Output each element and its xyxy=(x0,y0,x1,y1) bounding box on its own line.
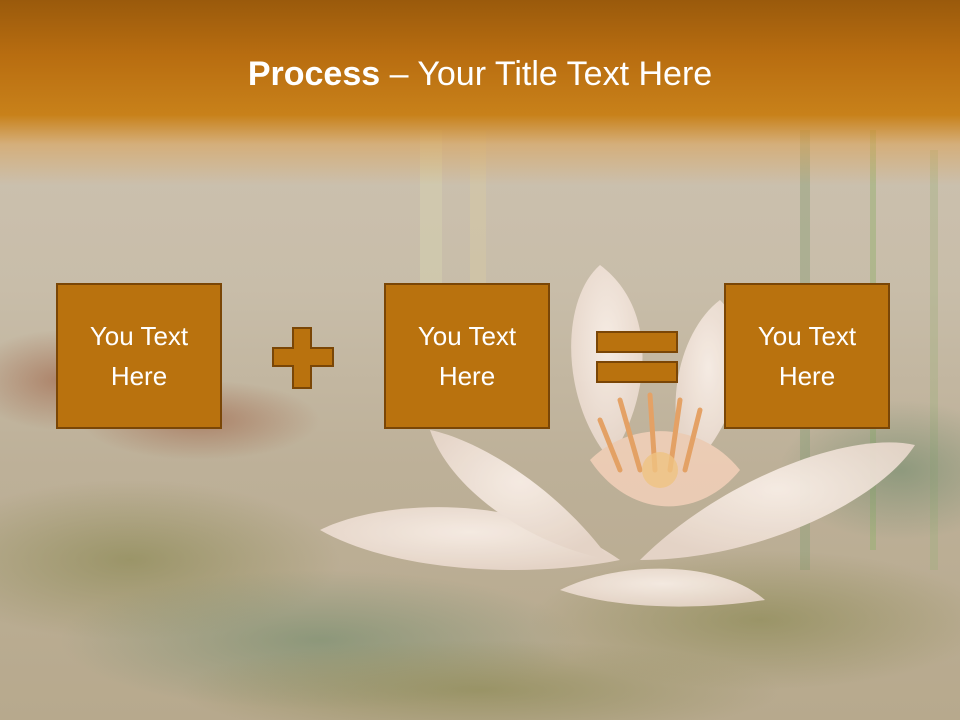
title-rest-text: Your Title Text Here xyxy=(417,55,713,93)
equals-icon xyxy=(596,331,678,383)
text-box-3-line1: You Text xyxy=(757,321,857,351)
text-box-3[interactable]: You Text Here xyxy=(724,283,890,429)
text-box-1-line2: Here xyxy=(110,361,168,391)
text-box-1-line1: You Text xyxy=(89,321,189,351)
title-bar xyxy=(0,0,960,185)
title-separator: – xyxy=(380,55,418,93)
text-box-2-line2: Here xyxy=(438,361,496,391)
plus-icon xyxy=(272,327,334,389)
text-box-1[interactable]: You Text Here xyxy=(56,283,222,429)
text-box-2[interactable]: You Text Here xyxy=(384,283,550,429)
title-bold-text: Process xyxy=(247,55,381,93)
slide-title: Process – Your Title Text Here xyxy=(0,52,960,96)
text-box-3-line2: Here xyxy=(778,361,836,391)
text-box-2-line1: You Text xyxy=(417,321,517,351)
